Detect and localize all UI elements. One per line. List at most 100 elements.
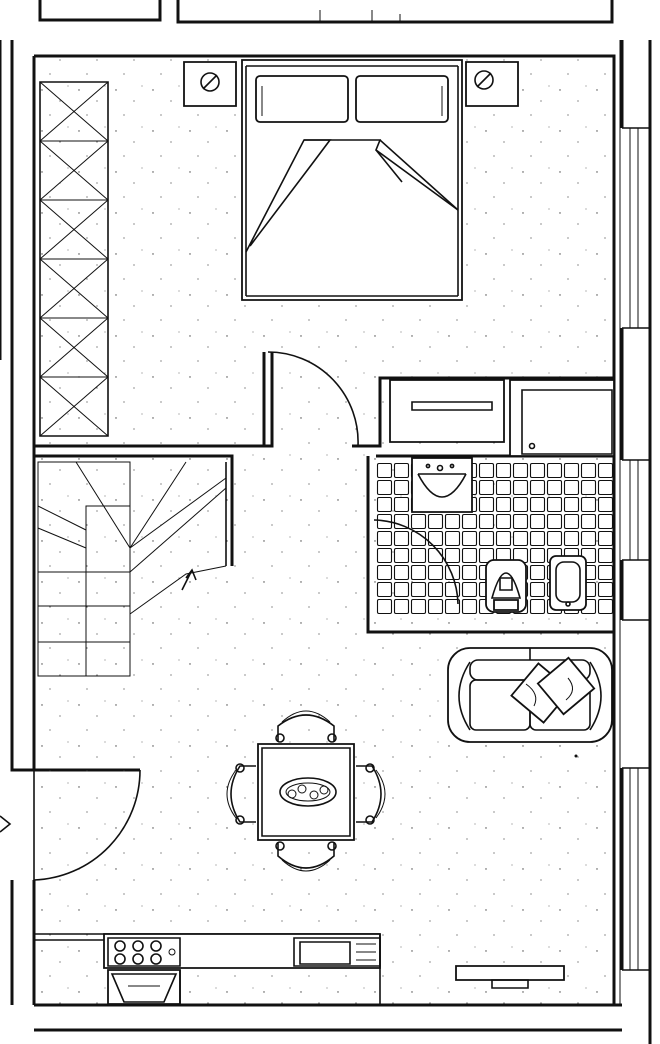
floor-tile (599, 566, 613, 580)
bedroom (34, 60, 614, 446)
floor-tile (463, 532, 477, 546)
nightstand (466, 62, 518, 106)
floor-tile (599, 532, 613, 546)
floor-tile (548, 515, 562, 529)
floor-tile (429, 515, 443, 529)
toilet (486, 560, 526, 612)
floor-tile (395, 515, 409, 529)
cabinet (390, 380, 504, 442)
floor-tile (497, 515, 511, 529)
floor-tile (599, 583, 613, 597)
floor-tile (480, 549, 494, 563)
floor-tile (395, 464, 409, 478)
chair (227, 764, 256, 824)
bidet (550, 556, 586, 610)
floor-tile (395, 549, 409, 563)
double-bed (242, 60, 462, 300)
oven-hood (108, 970, 180, 1004)
chair (276, 842, 336, 871)
floor-tile (565, 515, 579, 529)
floor-tile (378, 481, 392, 495)
floor-tile (446, 515, 460, 529)
bedroom-door-swing (268, 352, 358, 446)
floor-tile (531, 600, 545, 614)
nightstand (184, 62, 236, 106)
floor-tile (514, 532, 528, 546)
floor-tile (463, 583, 477, 597)
floor-tile (497, 498, 511, 512)
floor-tile (582, 532, 596, 546)
floor-tile (565, 464, 579, 478)
floor-tile (446, 532, 460, 546)
pillow (256, 76, 348, 122)
living-dining (0, 648, 612, 880)
floor-tile (412, 566, 426, 580)
floor-tile (480, 481, 494, 495)
floor-tile (599, 464, 613, 478)
chair (356, 764, 385, 824)
floor-tile (446, 566, 460, 580)
floor-tile (463, 515, 477, 529)
floor-tile (395, 566, 409, 580)
floor-tile (582, 464, 596, 478)
kitchen (34, 934, 564, 1005)
stair (34, 456, 232, 676)
floor-tile (395, 498, 409, 512)
floor-tile (412, 549, 426, 563)
counter (104, 934, 380, 968)
floor-tile (531, 481, 545, 495)
floor-tile (412, 600, 426, 614)
floor-tile (463, 566, 477, 580)
floor-tile (599, 515, 613, 529)
floor-tile (531, 464, 545, 478)
floor-tile (463, 549, 477, 563)
floor-tile (480, 532, 494, 546)
floor-tile (429, 583, 443, 597)
floor-tile (582, 515, 596, 529)
floor-tile (395, 532, 409, 546)
floor-tile (548, 498, 562, 512)
cooktop (108, 938, 180, 966)
floor-tile (412, 583, 426, 597)
entrance-door-swing (34, 770, 140, 880)
floor-tile (378, 498, 392, 512)
floor-tile (514, 481, 528, 495)
floor-tile (514, 498, 528, 512)
floor-tile (582, 498, 596, 512)
floor-tile (599, 600, 613, 614)
floor-tile (378, 600, 392, 614)
floor-tile (446, 549, 460, 563)
floor-tile (599, 549, 613, 563)
floor-tile (429, 600, 443, 614)
floor-tile (463, 600, 477, 614)
floor-tile (531, 566, 545, 580)
floor-tile (378, 549, 392, 563)
washbasin (412, 458, 472, 512)
cushion (538, 658, 594, 714)
floor-tile (412, 515, 426, 529)
floor-tile (480, 464, 494, 478)
floor-tile (599, 481, 613, 495)
entrance-arrow-icon (0, 816, 10, 832)
floor-tile (531, 498, 545, 512)
pillow (356, 76, 448, 122)
floor-tile (395, 481, 409, 495)
dining-table (258, 744, 354, 840)
floor-tile (548, 532, 562, 546)
floor-tile (497, 464, 511, 478)
floor-tile (531, 515, 545, 529)
floor-tile (514, 464, 528, 478)
floor-tile (565, 532, 579, 546)
floor-tile (548, 464, 562, 478)
floor-tile (429, 532, 443, 546)
fruit-bowl (280, 778, 336, 806)
floor-tile (531, 549, 545, 563)
floor-tile (378, 566, 392, 580)
floor-tile (480, 498, 494, 512)
floor-tile (378, 583, 392, 597)
floor-tile (599, 498, 613, 512)
floor-tile (497, 532, 511, 546)
wardrobe (40, 82, 108, 436)
floor-tile (565, 498, 579, 512)
